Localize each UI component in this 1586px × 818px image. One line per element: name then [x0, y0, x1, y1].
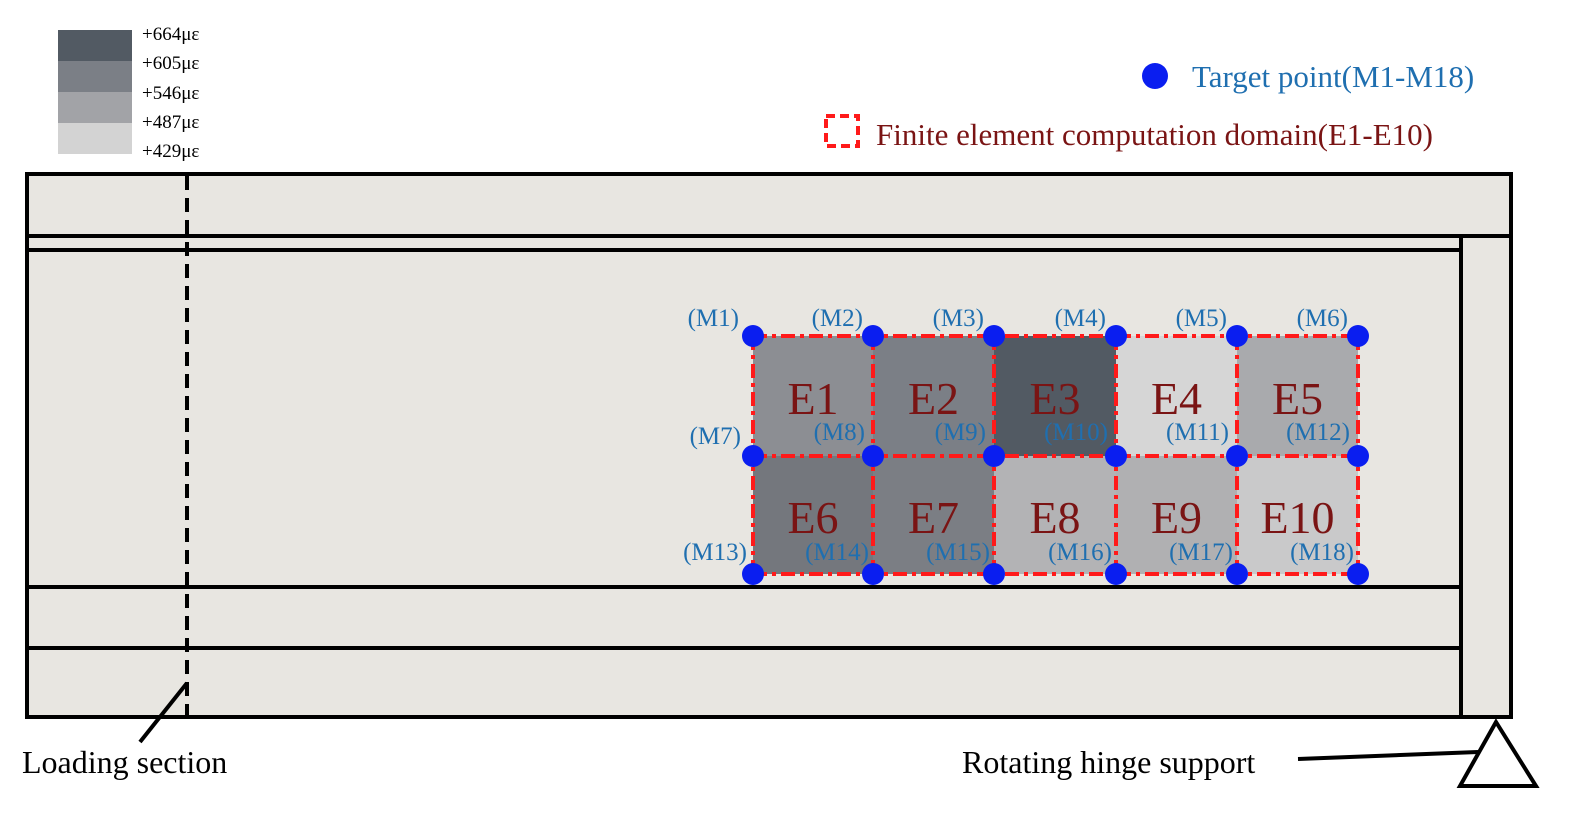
target-point-m17	[1226, 563, 1248, 585]
beam-bottom-flange-upper	[25, 585, 1463, 650]
legend-fe-domain-label: Finite element computation domain(E1-E10…	[876, 117, 1433, 152]
hinge-support-label: Rotating hinge support	[962, 744, 1255, 780]
target-point-m7	[742, 445, 764, 467]
target-point-m6	[1347, 325, 1369, 347]
target-point-label-m14: (M14)	[805, 539, 869, 566]
scale-swatch-3	[58, 92, 132, 123]
target-point-m4	[1105, 325, 1127, 347]
element-label-e1: E1	[787, 373, 838, 424]
target-point-label-m7: (M7)	[690, 423, 741, 450]
target-point-label-m16: (M16)	[1048, 539, 1112, 566]
target-point-m1	[742, 325, 764, 347]
fe-cell-e10	[1237, 456, 1358, 574]
target-point-label-m1: (M1)	[688, 305, 739, 332]
target-point-label-m17: (M17)	[1169, 539, 1233, 566]
strain-scale: +664με +605με +546με +487με +429με	[58, 24, 199, 162]
fe-cell-e6	[753, 456, 873, 574]
fe-cell-e1	[753, 336, 873, 456]
element-label-e7: E7	[908, 492, 959, 543]
target-point-label-m4: (M4)	[1055, 305, 1106, 332]
target-point-m11	[1226, 445, 1248, 467]
target-point-label-m15: (M15)	[926, 539, 990, 566]
target-point-m13	[742, 563, 764, 585]
fe-cell-e3	[994, 336, 1116, 456]
target-point-label-m13: (M13)	[683, 539, 747, 566]
target-point-label-m8: (M8)	[814, 419, 865, 446]
fe-cells	[753, 336, 1358, 574]
scale-swatch-1	[58, 30, 132, 61]
target-point-label-m6: (M6)	[1297, 305, 1348, 332]
target-point-label-m12: (M12)	[1286, 419, 1350, 446]
element-label-e8: E8	[1029, 492, 1080, 543]
legend: Target point(M1-M18) Finite element comp…	[824, 59, 1474, 152]
element-label-e10: E10	[1260, 492, 1334, 543]
fe-cell-e9	[1116, 456, 1237, 574]
target-point-m12	[1347, 445, 1369, 467]
target-point-label-m2: (M2)	[812, 305, 863, 332]
element-label-e9: E9	[1151, 492, 1202, 543]
element-label-e2: E2	[908, 373, 959, 424]
fe-cell-e2	[873, 336, 994, 456]
element-label-e6: E6	[787, 492, 838, 543]
target-point-label-m3: (M3)	[933, 305, 984, 332]
legend-fe-domain-icon	[824, 114, 860, 148]
scale-label-5: +429με	[142, 141, 199, 162]
target-points	[742, 325, 1369, 585]
scale-label-2: +605με	[142, 53, 199, 74]
element-label-e3: E3	[1029, 373, 1080, 424]
target-point-label-m10: (M10)	[1044, 419, 1108, 446]
beam-bottom-flange-lower	[25, 646, 1463, 719]
scale-swatch-2	[58, 61, 132, 92]
fe-cell-e5	[1237, 336, 1358, 456]
hinge-support-leader	[1297, 750, 1479, 761]
target-point-m8	[862, 445, 884, 467]
scale-label-4: +487με	[142, 112, 199, 133]
fe-cell-e4	[1116, 336, 1237, 456]
target-point-m18	[1347, 563, 1369, 585]
target-point-labels: (M1) (M2) (M3) (M4) (M5) (M6) (M7) (M8) (M9) (M10…	[683, 305, 1354, 566]
target-point-m3	[983, 325, 1005, 347]
target-point-label-m11: (M11)	[1166, 419, 1229, 446]
loading-section-leader	[138, 681, 189, 744]
target-point-label-m5: (M5)	[1176, 305, 1227, 332]
target-point-label-m9: (M9)	[935, 419, 986, 446]
beam	[25, 172, 1513, 719]
scale-label-3: +546με	[142, 83, 199, 104]
target-point-m2	[862, 325, 884, 347]
beam-end-stiffener	[1459, 234, 1513, 719]
target-point-m5	[1226, 325, 1248, 347]
beam-top-flange	[25, 172, 1513, 238]
target-point-m9	[983, 445, 1005, 467]
target-point-m16	[1105, 563, 1127, 585]
target-point-m14	[862, 563, 884, 585]
scale-swatch-4	[58, 123, 132, 154]
legend-target-point-label: Target point(M1-M18)	[1192, 59, 1474, 94]
target-point-m15	[983, 563, 1005, 585]
fe-cell-e8	[994, 456, 1116, 574]
loading-section-label: Loading section	[22, 744, 227, 780]
element-label-e5: E5	[1272, 373, 1323, 424]
fe-cell-e7	[873, 456, 994, 574]
target-point-m10	[1105, 445, 1127, 467]
target-point-label-m18: (M18)	[1290, 539, 1354, 566]
legend-target-point-icon	[1142, 63, 1168, 89]
scale-label-1: +664με	[142, 24, 199, 45]
element-label-e4: E4	[1151, 373, 1202, 424]
